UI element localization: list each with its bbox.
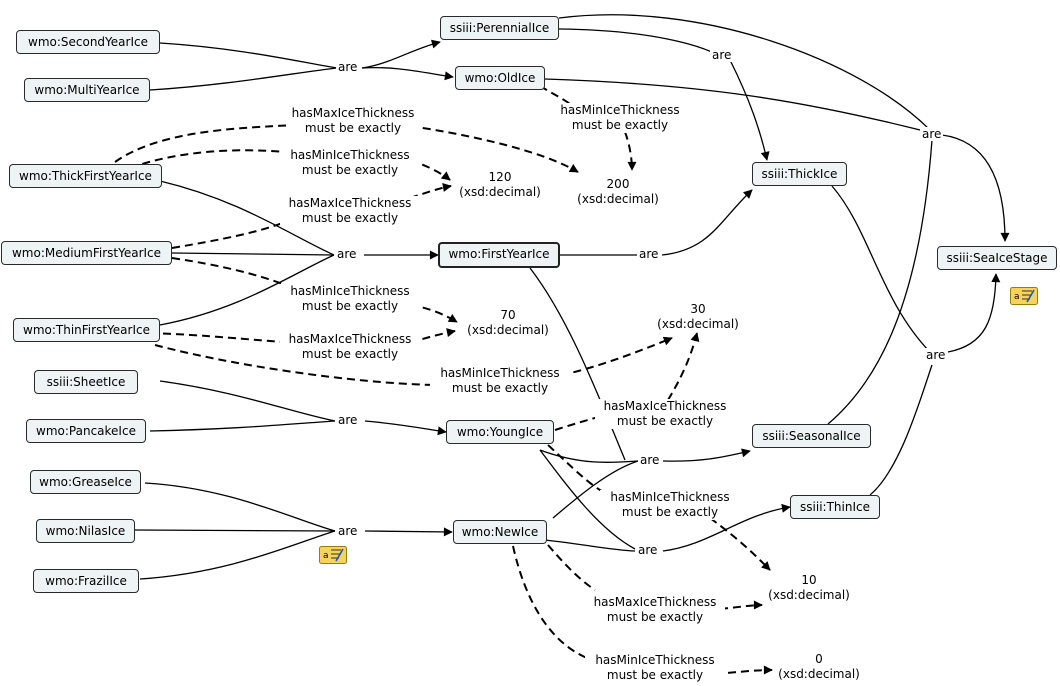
annotation-note-icon[interactable]: a <box>319 546 347 564</box>
are-label: are <box>710 48 734 62</box>
node-sheet-ice[interactable]: ssiii:SheetIce <box>34 370 138 394</box>
value-0: 0(xsd:decimal) <box>778 652 860 681</box>
annotation-note-icon[interactable]: a <box>1010 287 1038 305</box>
node-nilas-ice[interactable]: wmo:NilasIce <box>36 519 135 543</box>
node-pancake-ice[interactable]: wmo:PancakeIce <box>26 419 146 443</box>
value-200: 200(xsd:decimal) <box>577 177 659 206</box>
node-medium-first-year-ice[interactable]: wmo:MediumFirstYearIce <box>1 241 172 265</box>
are-label: are <box>638 453 662 467</box>
node-new-ice[interactable]: wmo:NewIce <box>453 520 547 544</box>
value-70: 70(xsd:decimal) <box>467 308 549 337</box>
node-grease-ice[interactable]: wmo:GreaseIce <box>30 470 141 494</box>
svg-text:a: a <box>1014 292 1020 302</box>
node-frazil-ice[interactable]: wmo:FrazilIce <box>33 569 139 593</box>
node-sea-ice-stage[interactable]: ssiii:SeaIceStage <box>937 246 1057 270</box>
are-label: are <box>336 413 360 427</box>
node-seasonal-ice[interactable]: ssiii:SeasonalIce <box>752 424 871 448</box>
value-30: 30(xsd:decimal) <box>657 302 739 331</box>
node-thick-ice[interactable]: ssiii:ThickIce <box>752 162 847 186</box>
node-second-year-ice[interactable]: wmo:SecondYearIce <box>16 30 160 54</box>
restriction-links <box>114 85 773 675</box>
node-thin-ice[interactable]: ssiii:ThinIce <box>790 495 880 519</box>
svg-text:a: a <box>323 551 329 561</box>
node-first-year-ice[interactable]: wmo:FirstYearIce <box>438 242 560 268</box>
are-label: are <box>336 524 360 538</box>
node-thin-first-year-ice[interactable]: wmo:ThinFirstYearIce <box>13 318 160 342</box>
value-10: 10(xsd:decimal) <box>768 573 850 602</box>
node-thick-first-year-ice[interactable]: wmo:ThickFirstYearIce <box>9 164 162 188</box>
node-young-ice[interactable]: wmo:YoungIce <box>446 420 554 444</box>
are-label: are <box>636 543 660 557</box>
node-perennial-ice[interactable]: ssiii:PerennialIce <box>440 16 559 40</box>
are-label: are <box>924 348 948 362</box>
node-multi-year-ice[interactable]: wmo:MultiYearIce <box>24 78 150 102</box>
value-120: 120(xsd:decimal) <box>459 170 541 199</box>
node-old-ice[interactable]: wmo:OldIce <box>455 66 545 90</box>
are-label: are <box>920 127 944 141</box>
are-label: are <box>336 60 360 74</box>
are-links <box>134 14 1010 580</box>
are-label: are <box>637 247 661 261</box>
are-label: are <box>335 247 359 261</box>
